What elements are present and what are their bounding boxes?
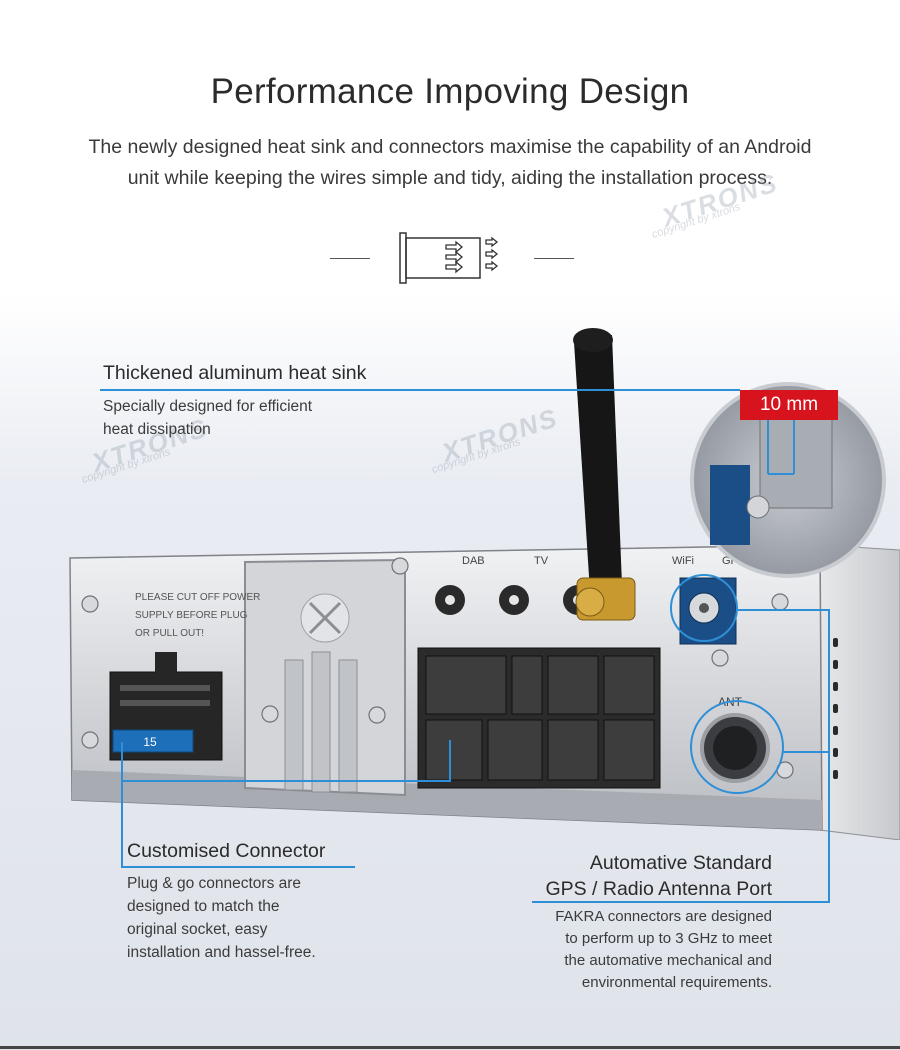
antenna-callout-text: FAKRA connectors are designed to perform… bbox=[492, 906, 772, 994]
fuse-label: 15 bbox=[143, 735, 157, 749]
antenna-text-line-1: FAKRA connectors are designed bbox=[555, 908, 772, 925]
heatsink-callout-text: Specially designed for efficient heat di… bbox=[103, 395, 312, 441]
wifi-label: WiFi bbox=[672, 555, 694, 567]
antenna-callout-mid-line bbox=[782, 751, 830, 753]
head-unit-rear-illustration: 15 PLEASE CUT OFF POWER SUPPLY BEFORE PL… bbox=[69, 328, 900, 840]
divider-right bbox=[534, 258, 574, 259]
antenna-title-line-1: Automative Standard bbox=[589, 852, 772, 874]
connector-callout-vline bbox=[121, 742, 123, 868]
connector-callout-underline bbox=[121, 866, 355, 868]
dab-label: DAB bbox=[462, 555, 485, 567]
antenna-text-line-2: to perform up to 3 GHz to meet bbox=[565, 930, 772, 947]
connector-text-line-1: Plug & go connectors are bbox=[127, 875, 302, 892]
tv-label: TV bbox=[534, 555, 549, 567]
warning-line-3: OR PULL OUT! bbox=[135, 628, 204, 639]
connector-text-line-3: original socket, easy bbox=[127, 921, 268, 938]
subtitle-line-2: unit while keeping the wires simple and … bbox=[127, 167, 773, 189]
heatsink-text-line-1: Specially designed for efficient bbox=[103, 398, 313, 415]
warning-line-1: PLEASE CUT OFF POWER bbox=[135, 592, 260, 603]
antenna-callout-vline bbox=[828, 609, 830, 903]
connector-callout-title: Customised Connector bbox=[127, 840, 326, 862]
subtitle-line-1: The newly designed heat sink and connect… bbox=[88, 136, 812, 158]
connector-callout-text: Plug & go connectors are designed to mat… bbox=[127, 872, 316, 964]
antenna-title-line-2: GPS / Radio Antenna Port bbox=[545, 878, 772, 900]
antenna-callout-top-line bbox=[738, 609, 830, 611]
thickness-badge: 10 mm bbox=[740, 390, 838, 420]
connector-text-line-2: designed to match the bbox=[127, 898, 280, 915]
bottom-rule bbox=[0, 1046, 900, 1049]
warning-line-2: SUPPLY BEFORE PLUG bbox=[135, 610, 248, 621]
heatsink-callout-line bbox=[100, 389, 740, 391]
antenna-callout-title: Automative Standard GPS / Radio Antenna … bbox=[472, 850, 772, 902]
heatsink-callout-title: Thickened aluminum heat sink bbox=[103, 362, 367, 384]
page-subtitle: The newly designed heat sink and connect… bbox=[60, 132, 840, 194]
antenna-callout-underline bbox=[532, 901, 830, 903]
antenna-text-line-3: the automative mechanical and bbox=[564, 952, 772, 969]
divider-left bbox=[330, 258, 370, 259]
connector-text-line-4: installation and hassel-free. bbox=[127, 944, 316, 961]
antenna-text-line-4: environmental requirements. bbox=[581, 974, 772, 991]
heat-sink-icon bbox=[399, 232, 499, 284]
connector-callout-vline-2 bbox=[449, 740, 451, 782]
page-title: Performance Impoving Design bbox=[210, 72, 690, 111]
connector-callout-hline bbox=[121, 780, 451, 782]
heatsink-text-line-2: heat dissipation bbox=[103, 421, 211, 438]
